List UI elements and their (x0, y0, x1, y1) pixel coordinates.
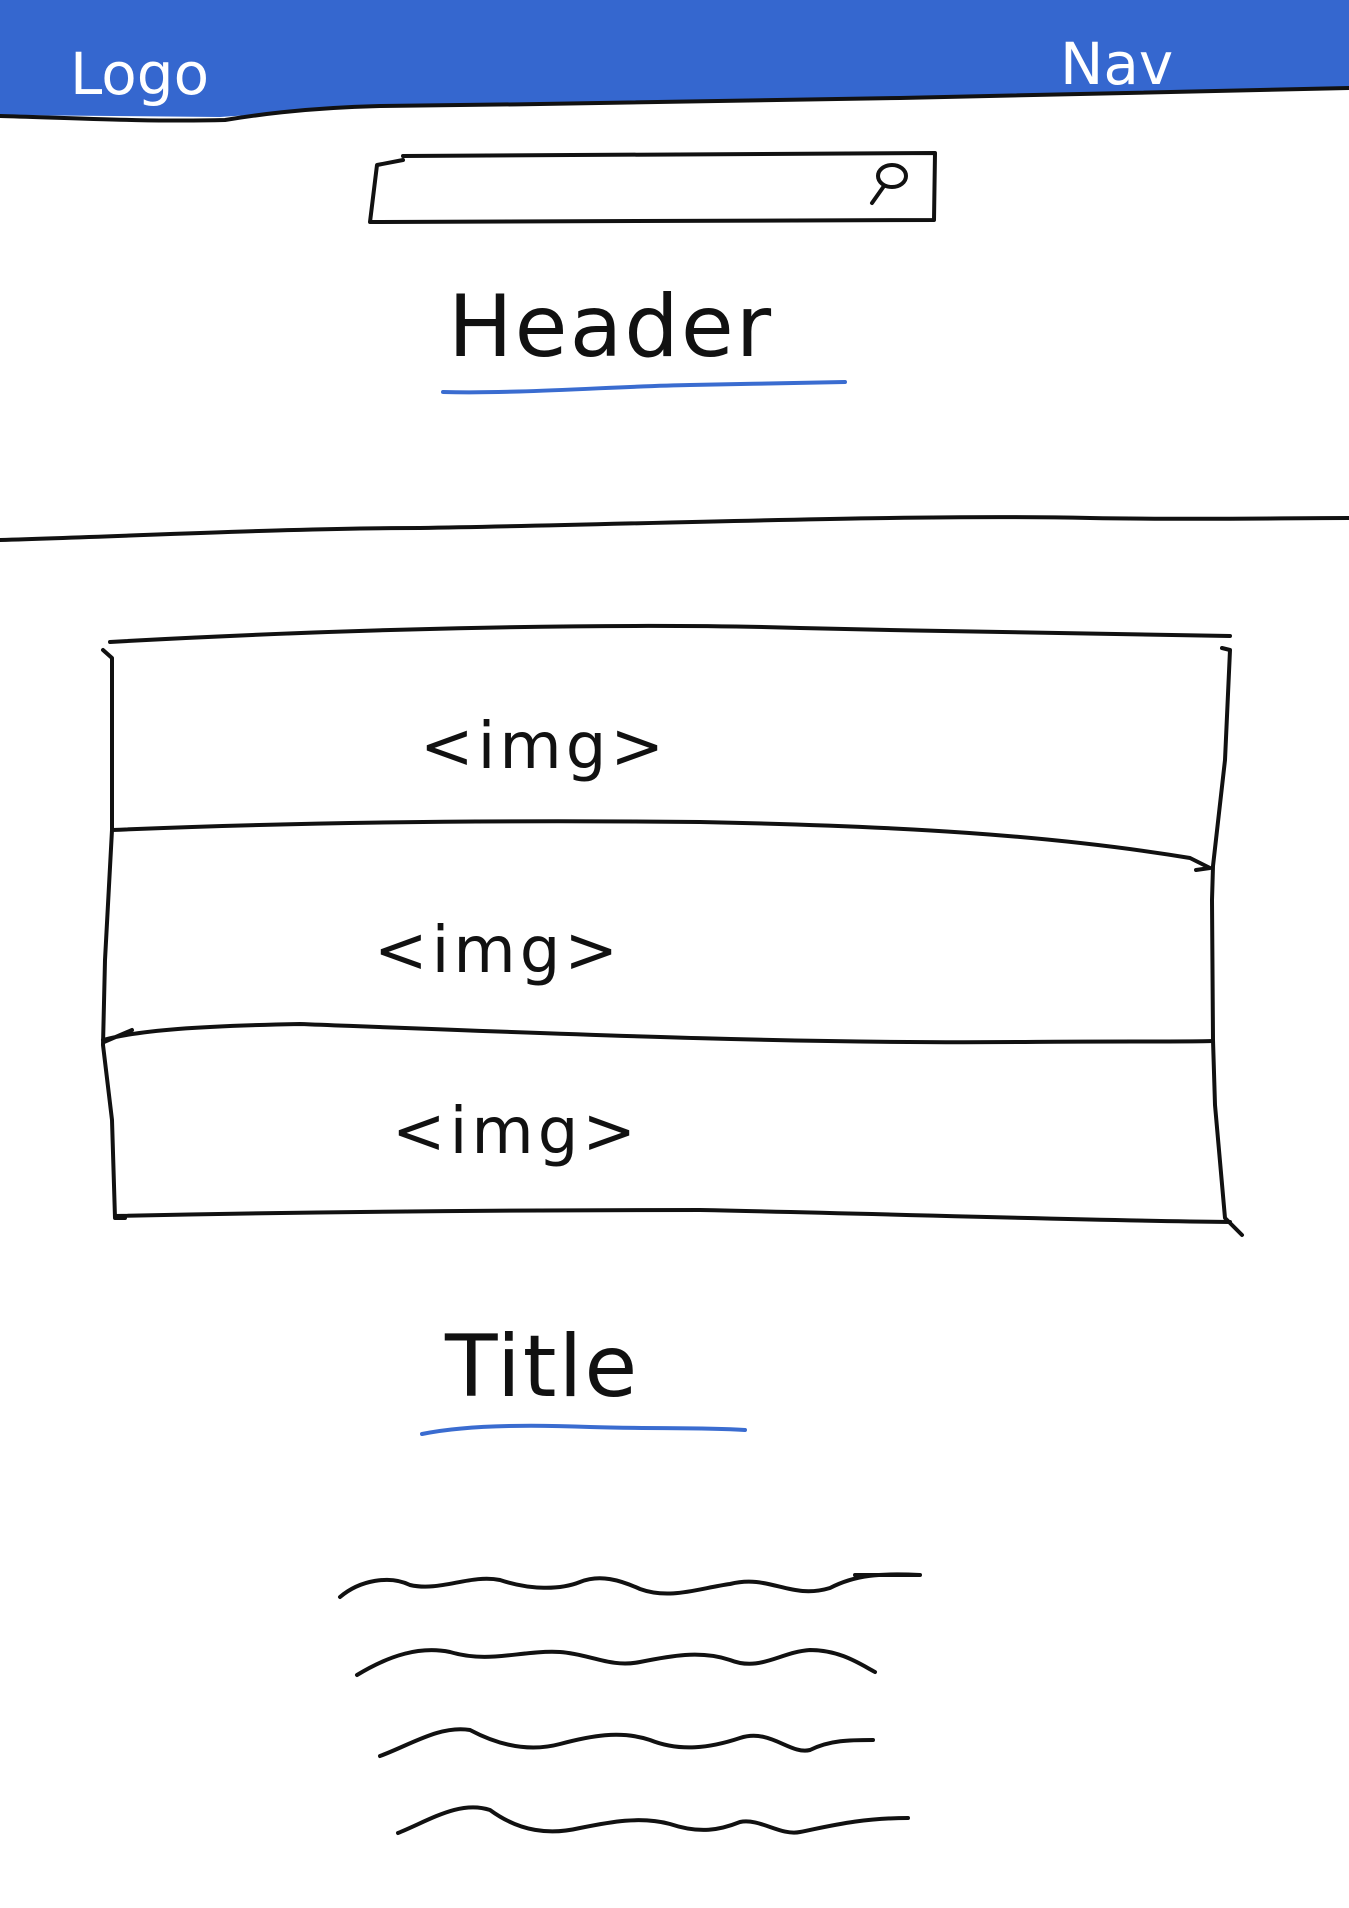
search-input[interactable] (368, 151, 937, 224)
gallery-left-edge (101, 648, 127, 1220)
topbar-bottom-edge (0, 86, 1349, 123)
placeholder-text-block (338, 1572, 922, 1835)
gallery-image-3[interactable]: <img> (392, 1095, 640, 1169)
gallery-image-label: <img> (420, 710, 668, 784)
gallery-image-1[interactable]: <img> (420, 710, 668, 784)
text-line-4 (396, 1805, 910, 1835)
gallery-bottom-edge (113, 1208, 1232, 1224)
page-header: Header (448, 277, 773, 377)
topbar: Logo Nav (0, 0, 1349, 123)
header-section: Header (441, 277, 847, 395)
topbar-background (0, 0, 1349, 117)
header-underline (441, 380, 847, 395)
title-underline (420, 1423, 747, 1436)
gallery-image-label: <img> (374, 914, 622, 988)
text-line-2 (355, 1648, 877, 1677)
gallery-image-2[interactable]: <img> (374, 914, 622, 988)
content-section: Title (420, 1317, 747, 1436)
text-line-3 (378, 1727, 875, 1758)
content-title: Title (444, 1317, 639, 1417)
text-line-1 (338, 1572, 922, 1599)
gallery-divider-1 (110, 819, 1212, 872)
gallery-divider-2 (101, 1022, 1215, 1045)
nav-link[interactable]: Nav (1060, 30, 1173, 98)
logo[interactable]: Logo (70, 40, 209, 108)
gallery-image-label: <img> (392, 1095, 640, 1169)
gallery-right-edge (1210, 646, 1244, 1237)
gallery-top-edge (108, 623, 1232, 644)
search-icon[interactable] (870, 163, 908, 205)
search-box-outline (368, 151, 937, 224)
image-gallery: <img> <img> <img> (101, 623, 1244, 1237)
section-divider (0, 515, 1349, 542)
